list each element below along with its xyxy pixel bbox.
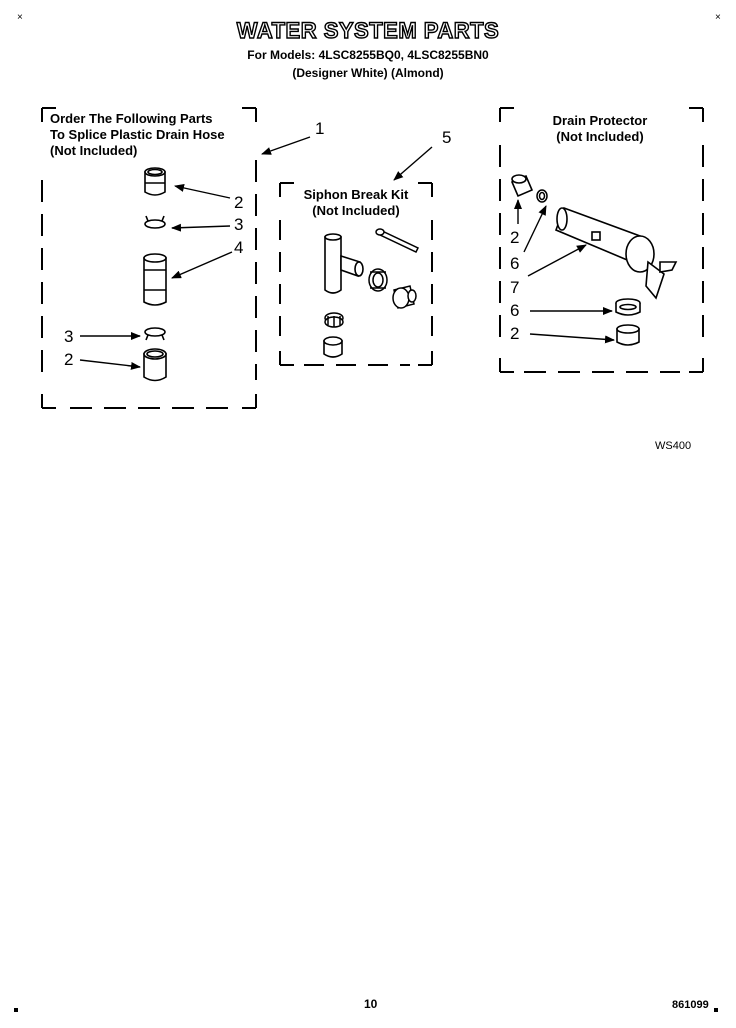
callout-right-7: 7 xyxy=(510,278,520,297)
siphon-adapter xyxy=(392,285,417,309)
middle-box-label-line2: (Not Included) xyxy=(312,203,400,218)
corner-mark-bottom-left xyxy=(14,1008,18,1012)
left-clamp-top xyxy=(144,215,166,229)
middle-box-label: Siphon Break Kit (Not Included) xyxy=(280,187,432,219)
left-coupling-top xyxy=(144,167,166,196)
callout-1: 1 xyxy=(315,119,325,138)
drain-ring-top xyxy=(536,189,548,203)
callout-left-4: 4 xyxy=(234,238,244,257)
leader-right-2b xyxy=(529,333,615,344)
siphon-clamp xyxy=(324,312,344,328)
middle-box-label-line1: Siphon Break Kit xyxy=(303,187,409,202)
right-box-label-line1: Drain Protector xyxy=(552,113,648,128)
left-box-label-line2: To Splice Plastic Drain Hose xyxy=(50,127,225,142)
callout-left-2a: 2 xyxy=(234,193,244,212)
right-box-label-line2: (Not Included) xyxy=(556,129,644,144)
left-box-label: Order The Following Parts To Splice Plas… xyxy=(50,111,225,159)
figure-code: WS400 xyxy=(655,440,692,452)
siphon-tie xyxy=(375,228,420,253)
callout-5: 5 xyxy=(442,128,452,147)
page-title: WATER SYSTEM PARTS xyxy=(236,17,500,43)
drain-ring-bottom xyxy=(615,298,641,316)
left-clamp-bottom xyxy=(144,327,166,341)
corner-mark-bottom-right xyxy=(714,1008,718,1012)
siphon-tee xyxy=(324,233,364,294)
page-number: 10 xyxy=(364,997,378,1011)
middle-box-frame xyxy=(279,182,433,366)
date-code: 861099 xyxy=(672,999,709,1011)
siphon-nut xyxy=(368,268,388,292)
corner-mark-top-right: × xyxy=(715,12,721,23)
leader-left-2a xyxy=(174,184,231,199)
callout-right-6a: 6 xyxy=(510,254,520,273)
callout-left-2b: 2 xyxy=(64,350,74,369)
colors-line: (Designer White) (Almond) xyxy=(292,66,444,80)
drain-coupling xyxy=(616,324,640,346)
callout-right-2a: 2 xyxy=(510,228,520,247)
callout-right-2b: 2 xyxy=(510,324,520,343)
left-box-label-line1: Order The Following Parts xyxy=(50,111,213,126)
leader-left-4 xyxy=(171,251,233,279)
leader-right-6a xyxy=(523,205,547,253)
leader-5 xyxy=(393,146,433,181)
leader-left-2b xyxy=(79,359,141,370)
left-connector xyxy=(143,253,167,306)
callout-left-3a: 3 xyxy=(234,215,244,234)
right-box-label: Drain Protector (Not Included) xyxy=(520,113,680,145)
models-line: For Models: 4LSC8255BQ0, 4LSC8255BN0 xyxy=(247,48,489,62)
leader-right-7 xyxy=(527,244,587,277)
drain-cap xyxy=(510,174,534,198)
callout-right-6b: 6 xyxy=(510,301,520,320)
right-box-frame xyxy=(499,107,704,373)
leader-1 xyxy=(261,136,311,155)
left-box-frame xyxy=(41,107,257,409)
drain-protector-body xyxy=(554,206,678,300)
leader-left-3a xyxy=(171,223,231,232)
left-box-label-line3: (Not Included) xyxy=(50,143,138,158)
callout-left-3b: 3 xyxy=(64,327,74,346)
left-coupling-bottom xyxy=(143,348,167,382)
corner-mark-top-left: × xyxy=(17,12,23,23)
siphon-coupling xyxy=(323,336,343,358)
